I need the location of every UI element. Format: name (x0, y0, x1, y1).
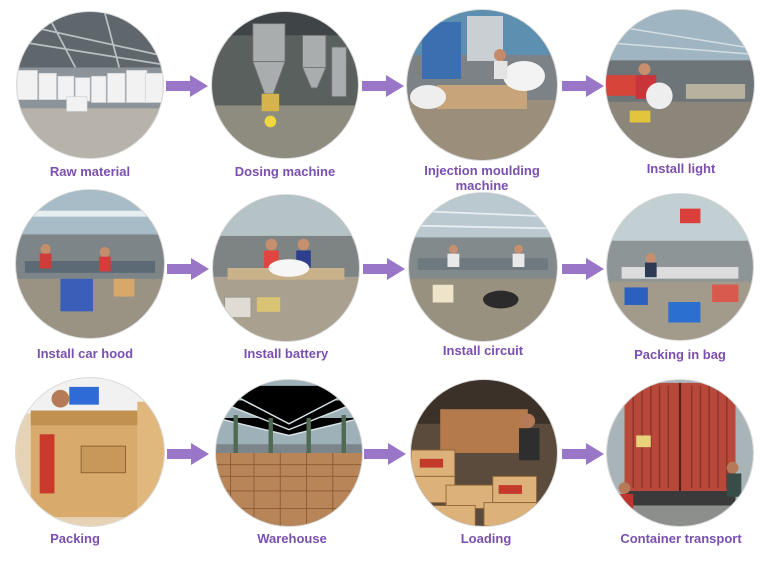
step-5-photo (16, 190, 164, 338)
step-4-label: Install light (646, 161, 716, 176)
step-2-label: Dosing machine (234, 164, 336, 179)
step-6-label: Install battery (243, 346, 329, 361)
step-12-label: Container transport (620, 531, 742, 546)
step-2-photo (212, 12, 358, 158)
step-6-photo (213, 195, 359, 341)
step-1-label: Raw material (49, 164, 131, 179)
step-5-label: Install car hood (36, 346, 134, 361)
arrow-3-icon (562, 75, 604, 97)
arrow-8-icon (364, 443, 406, 465)
step-11-label: Loading (460, 531, 512, 546)
step-7-photo (409, 193, 557, 341)
step-8-label: Packing in bag (634, 347, 726, 362)
step-10-photo (216, 380, 362, 526)
step-8-photo (607, 194, 753, 340)
step-9-photo (16, 378, 164, 526)
step-3-photo (407, 10, 557, 160)
arrow-7-icon (167, 443, 209, 465)
step-11-photo (411, 380, 557, 526)
step-7-label: Install circuit (442, 343, 524, 358)
step-12-photo (607, 380, 753, 526)
arrow-4-icon (167, 258, 209, 280)
step-4-photo (606, 10, 754, 158)
step-3-label: Injection moulding machine (424, 163, 540, 193)
step-9-label: Packing (50, 531, 100, 546)
arrow-6-icon (562, 258, 604, 280)
arrow-5-icon (363, 258, 405, 280)
step-1-photo (17, 12, 163, 158)
arrow-2-icon (362, 75, 404, 97)
step-10-label: Warehouse (257, 531, 327, 546)
arrow-1-icon (166, 75, 208, 97)
arrow-9-icon (562, 443, 604, 465)
